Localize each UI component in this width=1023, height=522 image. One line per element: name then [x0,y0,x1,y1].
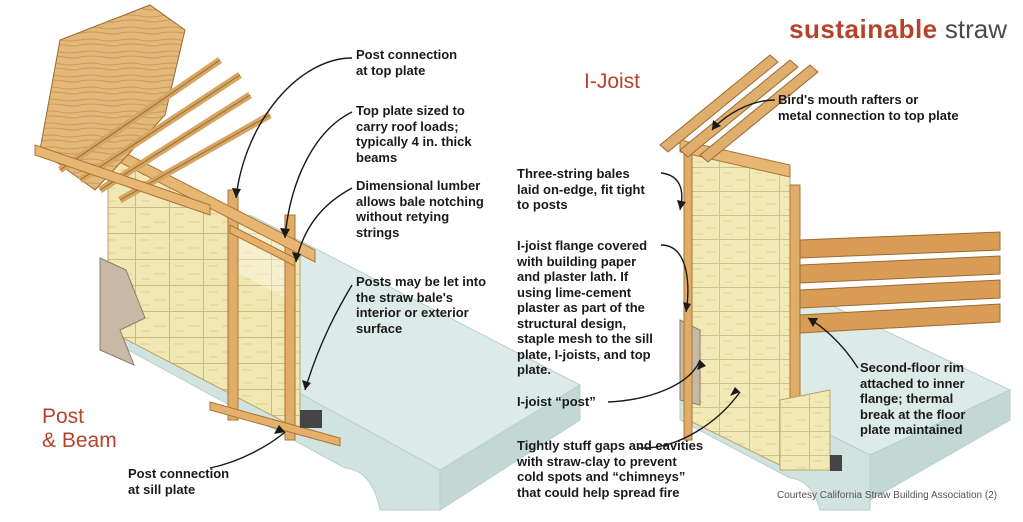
right-straw-wall [687,149,791,471]
callout-line: with straw-clay to prevent [517,453,677,469]
callout-ijoist-flange: I-joist flange covered with building pap… [517,238,653,378]
callout-line: attached to inner [860,375,965,391]
callout-line: at sill plate [128,481,196,497]
callout-line: with building paper [517,253,637,269]
left-roof [34,4,272,216]
callout-line: break at the floor [860,406,966,422]
callout-line: Posts may be let into [356,274,487,289]
leader-top-plate [284,111,353,239]
callout-line: interior or exterior [356,305,469,320]
callout-line: allows bale notching [356,193,484,209]
ijoist-illustration [659,54,1012,511]
right-post-base [830,455,842,471]
left-post-right [284,214,296,441]
callout-top-plate: Top plate sized to carry roof loads; typ… [356,103,472,165]
callout-stuff-gaps: Tightly stuff gaps and cavities with str… [517,438,703,500]
left-sill-plate [209,401,341,447]
callout-line: beams [356,149,398,165]
leader-dim-lumber [295,187,353,263]
callout-second-floor-rim: Second-floor rim attached to inner flang… [860,360,965,438]
callout-line: Second-floor rim [860,360,965,375]
callout-line: Bird's mouth rafters or [778,92,919,107]
callout-line: structural design, [517,315,627,331]
post-beam-illustration [34,4,582,511]
callout-dimensional-lumber: Dimensional lumber allows bale notching … [356,178,484,240]
leader-ijoist-post [607,359,701,403]
callout-line: staple mesh to the sill [517,331,653,346]
callout-line: laid on-edge, fit tight [517,181,645,197]
brand-title: sustainable straw [789,14,1007,44]
section-title-post-beam-line-1: Post [42,405,85,428]
right-foundation-side [869,389,1011,501]
photo-credit: Courtesy California Straw Building Assoc… [777,490,998,501]
brand-word-straw: straw [944,14,1007,44]
callout-line: the straw bale's [356,289,454,305]
callout-line: Dimensional lumber [356,178,481,193]
callout-post-connection-sill: Post connection at sill plate [128,466,229,497]
right-lower-bales [779,389,831,471]
leader-lines [209,57,859,469]
left-wall-end-plaster [99,257,146,366]
callout-line: strings [356,224,400,240]
left-post-base [300,410,322,428]
brand-word-sustainable: sustainable [789,14,938,44]
callout-line: flange; thermal [860,391,954,406]
callout-line: without retying [356,209,450,224]
callout-line: that could help spread fire [517,484,680,500]
leader-post-sill [209,431,286,469]
callout-line: and plaster lath. If [517,269,629,284]
callout-line: at top plate [356,62,426,78]
callout-line: surface [356,320,403,336]
callout-birds-mouth: Bird's mouth rafters or metal connection… [778,92,959,123]
leader-post-top [235,57,353,199]
callout-line: plate, I-joists, and top [517,346,651,362]
callout-line: cold spots and “chimneys” [517,469,686,484]
callout-line: plate. [517,362,551,377]
callout-line: Top plate sized to [356,103,465,118]
callout-line: Tightly stuff gaps and cavities [517,438,704,453]
callout-line: carry roof loads; [356,118,459,134]
callout-three-string-bales: Three-string bales laid on-edge, fit tig… [517,166,645,213]
callout-line: plaster as part of the [517,300,645,315]
section-title-post-beam: Post & Beam [42,405,117,453]
callout-line: to posts [517,197,568,212]
callout-line: Three-string bales [517,166,630,181]
callout-line: I-joist flange covered [517,238,648,253]
second-floor-joists [799,231,1001,334]
leader-arrowheads [232,120,818,434]
callout-line: Post connection [128,466,230,481]
left-window-header [229,224,296,267]
section-title-post-beam-line-2: & Beam [42,429,117,452]
callout-line: using lime-cement [517,284,632,300]
callout-posts-let-into: Posts may be let into the straw bale's i… [356,274,486,336]
callout-post-connection-top: Post connection at top plate [356,47,457,78]
section-title-ijoist: I-Joist [584,70,641,93]
leader-posts-let [304,284,353,391]
callout-line: I-joist “post” [517,394,596,409]
callout-line: typically 4 in. thick [356,134,472,149]
right-rafters [659,54,819,163]
callout-ijoist-post: I-joist “post” [517,394,596,410]
leader-gaps [637,391,741,449]
callout-line: Post connection [356,47,458,62]
left-foundation-side [439,384,581,511]
callout-line: plate maintained [860,422,963,437]
callout-line: metal connection to top plate [778,107,959,123]
